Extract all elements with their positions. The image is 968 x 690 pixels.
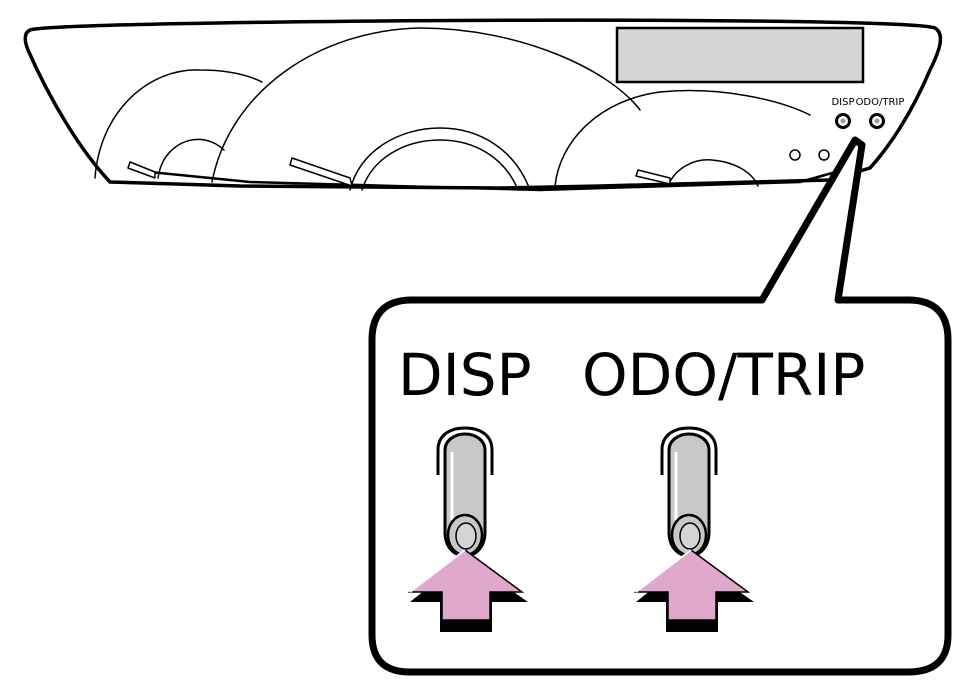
- push-knob-icon: [436, 426, 494, 558]
- center-gauge-hub-outer: [349, 127, 531, 191]
- disp-push-arrow: [407, 549, 528, 632]
- cluster-odo-trip-label: ODO/TRIP: [856, 97, 905, 108]
- up-arrow-icon: [407, 549, 528, 632]
- right-gauge-hub: [667, 159, 759, 187]
- lcd-display: [615, 26, 865, 84]
- center-gauge-needle: [289, 157, 353, 187]
- cluster-odo-trip-button[interactable]: [869, 113, 885, 129]
- left-gauge-hub: [157, 138, 225, 179]
- push-knob-icon: [660, 426, 718, 558]
- left-gauge-arc: [94, 69, 263, 179]
- indicator-light-2: [818, 149, 830, 161]
- indicator-light-1: [789, 149, 801, 161]
- disp-knob[interactable]: [436, 426, 494, 558]
- center-gauge-hub-inner: [361, 139, 519, 191]
- cluster-outline: [23, 18, 943, 190]
- cluster-bottom-edge: [148, 166, 852, 192]
- cluster-disp-label: DISP: [831, 97, 854, 108]
- right-gauge-arc: [554, 89, 811, 187]
- callout-disp-label: DISP: [398, 341, 532, 409]
- callout-bubble: [368, 136, 952, 676]
- callout-odo-trip-label: ODO/TRIP: [582, 341, 865, 409]
- cluster-disp-button[interactable]: [835, 113, 851, 129]
- right-gauge-needle: [635, 169, 671, 185]
- cluster-housing: [23, 18, 943, 192]
- odo-trip-knob[interactable]: [660, 426, 718, 558]
- left-gauge-needle: [127, 161, 156, 179]
- up-arrow-icon: [633, 549, 754, 632]
- odo-trip-push-arrow: [633, 549, 754, 632]
- center-gauge-arc: [211, 27, 641, 183]
